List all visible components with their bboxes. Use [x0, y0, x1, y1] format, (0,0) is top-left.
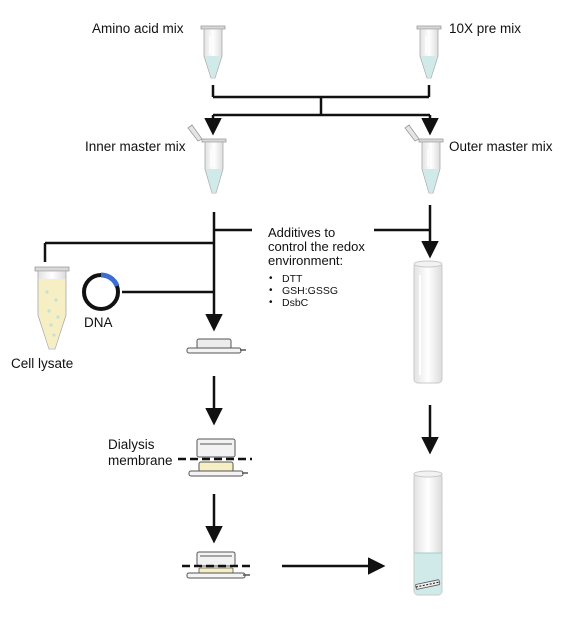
inner-master-mix-tube: [187, 124, 227, 194]
additives-note: Additives to control the redox environme…: [268, 225, 408, 310]
cell-lysate-label: Cell lysate: [11, 356, 74, 371]
cell-lysate-tube: [34, 266, 70, 350]
dialysis-cup-assembled: [182, 551, 252, 579]
additive-item: DTT: [268, 273, 408, 285]
inner-master-mix-label: Inner master mix: [85, 139, 186, 154]
amino-acid-mix-label: Amino acid mix: [92, 21, 184, 36]
amino-acid-mix-tube: [200, 25, 226, 79]
merge-connectors: [211, 85, 431, 117]
pre-mix-10x-label: 10X pre mix: [449, 21, 522, 36]
dialysis-membrane-label: Dialysis membrane: [108, 437, 173, 468]
additives-list: DTT GSH:GSSG DsbC: [268, 273, 408, 309]
plasmid-dna-icon: [82, 272, 120, 311]
reaction-tube-filled: [413, 470, 443, 596]
dialysis-cup-with-membrane: [178, 438, 252, 477]
dialysis-cup-empty: [186, 338, 246, 354]
inner-flow-lines: [43, 212, 252, 294]
additive-item: DsbC: [268, 297, 408, 309]
reaction-tube-empty: [413, 260, 443, 384]
outer-flow-lines: [374, 205, 432, 232]
pre-mix-10x-tube: [416, 25, 442, 79]
outer-master-mix-tube: [404, 124, 444, 194]
additives-title: Additives to control the redox environme…: [268, 225, 365, 268]
outer-master-mix-label: Outer master mix: [449, 139, 553, 154]
dna-label: DNA: [84, 315, 113, 330]
additive-item: GSH:GSSG: [268, 285, 408, 297]
